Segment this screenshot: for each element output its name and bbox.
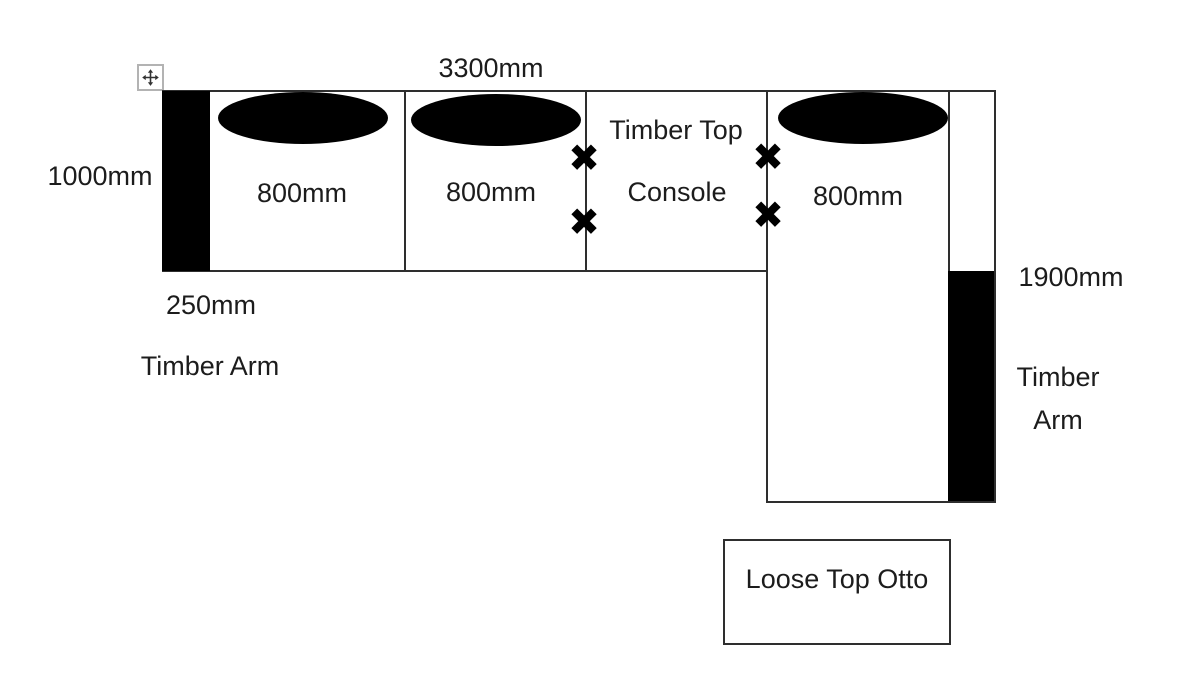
- overall-depth-label: 1000mm: [47, 161, 153, 191]
- back-cushion: [778, 92, 948, 144]
- right-arm-label-line1: Timber: [1016, 362, 1100, 392]
- seat-divider: [585, 92, 587, 270]
- back-cushion: [218, 92, 388, 144]
- seat-width-label: 800mm: [445, 177, 537, 207]
- seat-width-label: 800mm: [812, 181, 904, 211]
- seat-divider: [404, 92, 406, 270]
- arm-width-label: 250mm: [165, 290, 257, 320]
- connector-x-icon: ✖: [568, 136, 600, 180]
- connector-x-icon: ✖: [752, 193, 784, 237]
- connector-x-icon: ✖: [568, 200, 600, 244]
- left-timber-arm-fill: [162, 91, 210, 271]
- ottoman-box: Loose Top Otto: [723, 539, 951, 645]
- back-cushion: [411, 94, 581, 146]
- chaise-outline: [766, 90, 996, 503]
- ottoman-label: Loose Top Otto: [745, 564, 929, 594]
- console-label-line2: Console: [627, 177, 727, 207]
- connector-x-icon: ✖: [752, 135, 784, 179]
- left-arm-label: Timber Arm: [140, 351, 280, 381]
- console-label-line1: Timber Top: [609, 115, 743, 145]
- overall-width-label: 3300mm: [438, 53, 544, 83]
- right-timber-arm-fill: [948, 271, 994, 501]
- move-handle[interactable]: [137, 64, 164, 91]
- right-arm-label-line2: Arm: [1033, 405, 1083, 435]
- chaise-length-label: 1900mm: [1018, 262, 1124, 292]
- seat-width-label: 800mm: [256, 178, 348, 208]
- move-icon: [141, 68, 160, 87]
